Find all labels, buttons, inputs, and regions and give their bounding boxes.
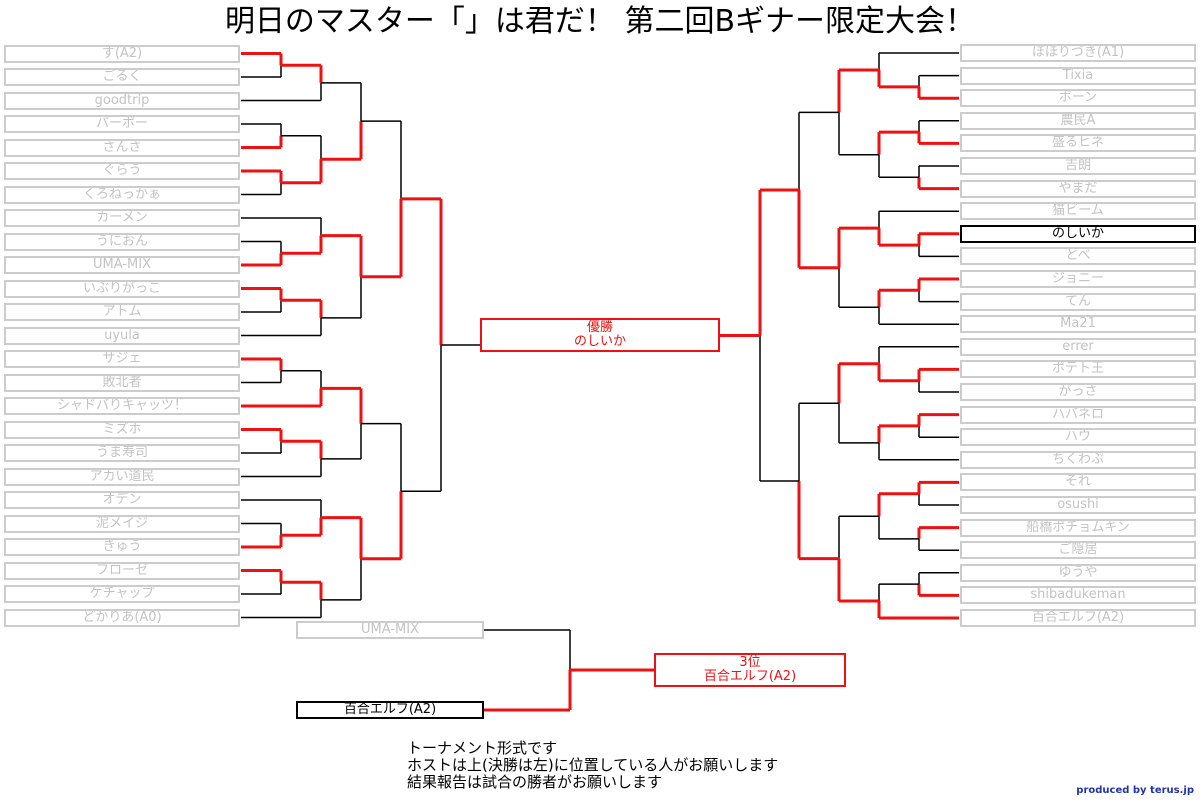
champion-label: 優勝 xyxy=(586,320,613,335)
right-player-entry: ちくわぶ xyxy=(960,450,1196,469)
left-player-entry: 敗北者 xyxy=(4,373,240,392)
left-player-entry: アトム xyxy=(4,303,240,321)
left-player-entry: ミズホ xyxy=(4,420,240,439)
right-player-entry: てん xyxy=(960,292,1196,311)
right-player-entry: ハウ xyxy=(960,428,1196,447)
third-place-box: 3位 百合エルフ(A2) xyxy=(654,653,846,687)
right-player-entry: ハバネロ xyxy=(960,405,1196,424)
left-player-entry: アカい道民 xyxy=(4,467,240,486)
champion-box: 優勝 のしいか xyxy=(480,318,720,352)
left-player-entry: goodtrip xyxy=(4,91,240,110)
right-player-entry: やまだ xyxy=(960,179,1196,198)
third-place-player-bottom: 百合エルフ(A2) xyxy=(296,701,484,719)
left-player-entry: す(A2) xyxy=(4,44,240,63)
right-player-entry: ご隠居 xyxy=(960,541,1196,560)
third-place-name: 百合エルフ(A2) xyxy=(703,669,797,684)
note-line: トーナメント形式です xyxy=(407,739,558,757)
right-player-entry: がっさ xyxy=(960,383,1196,401)
tournament-notes: トーナメント形式です ホストは上(決勝は左)に位置している人がお願いします 結果… xyxy=(407,740,778,791)
left-player-entry: uyula xyxy=(4,326,240,345)
right-player-entry: osushi xyxy=(960,496,1196,514)
left-player-entry: くろねっかぁ xyxy=(4,185,240,204)
left-player-entry: さんさ xyxy=(4,138,240,157)
right-player-entry: それ xyxy=(960,473,1196,492)
left-player-entry: 泥メイジ xyxy=(4,514,240,533)
right-player-entry: ほほりづき(A1) xyxy=(960,44,1196,62)
left-player-entry: サジェ xyxy=(4,350,240,368)
page-title: 明日のマスター「」は君だ！ 第二回Bギナー限定大会！ xyxy=(224,4,976,39)
right-player-entry: ジョニー xyxy=(960,270,1196,288)
left-player-entry: きゅう xyxy=(4,538,240,556)
right-player-entry: 盛るヒネ xyxy=(960,134,1196,153)
right-player-entry: 百合エルフ(A2) xyxy=(960,609,1196,627)
credit-link[interactable]: produced by terus.jp xyxy=(1076,785,1194,796)
left-player-entry: うにおん xyxy=(4,232,240,251)
right-player-entry: shibadukeman xyxy=(960,586,1196,605)
right-player-entry: Tixia xyxy=(960,66,1196,85)
left-player-entry: オデン xyxy=(4,491,240,509)
left-player-entry: シャドバりキャッツ！ xyxy=(4,397,240,415)
right-player-entry: ボーン xyxy=(960,89,1196,108)
right-player-entry: 農民A xyxy=(960,111,1196,130)
left-player-entry: うま寿司 xyxy=(4,444,240,462)
left-player-entry: カーメン xyxy=(4,209,240,227)
left-player-entry: UMA-MIX xyxy=(4,256,240,274)
left-player-entry: パーポー xyxy=(4,115,240,133)
right-player-entry: ポテト王 xyxy=(960,360,1196,379)
right-player-entry: のしいか xyxy=(960,224,1196,243)
right-player-entry: 船橋ポチョムキン xyxy=(960,518,1196,537)
right-player-entry: Ma21 xyxy=(960,315,1196,334)
third-place-player-top: UMA-MIX xyxy=(296,621,484,639)
left-player-entry: いぶりがっこ xyxy=(4,279,240,298)
right-player-entry: 猫ビーム xyxy=(960,202,1196,221)
left-player-entry: フローゼ xyxy=(4,561,240,580)
left-player-entry: ぐらう xyxy=(4,162,240,180)
right-player-entry: errer xyxy=(960,337,1196,356)
left-player-entry: ごるく xyxy=(4,68,240,86)
left-player-entry: どかりあ(A0) xyxy=(4,608,240,627)
note-line: ホストは上(決勝は左)に位置している人がお願いします xyxy=(407,756,779,774)
champion-name: のしいか xyxy=(573,334,626,349)
right-player-entry: 吉朗 xyxy=(960,157,1196,175)
note-line: 結果報告は試合の勝者がお願いします xyxy=(407,773,663,791)
right-player-entry: とべ xyxy=(960,247,1196,266)
third-place-label: 3位 xyxy=(739,655,761,670)
right-player-entry: ゆうや xyxy=(960,563,1196,582)
left-player-entry: ケチャップ xyxy=(4,585,240,603)
